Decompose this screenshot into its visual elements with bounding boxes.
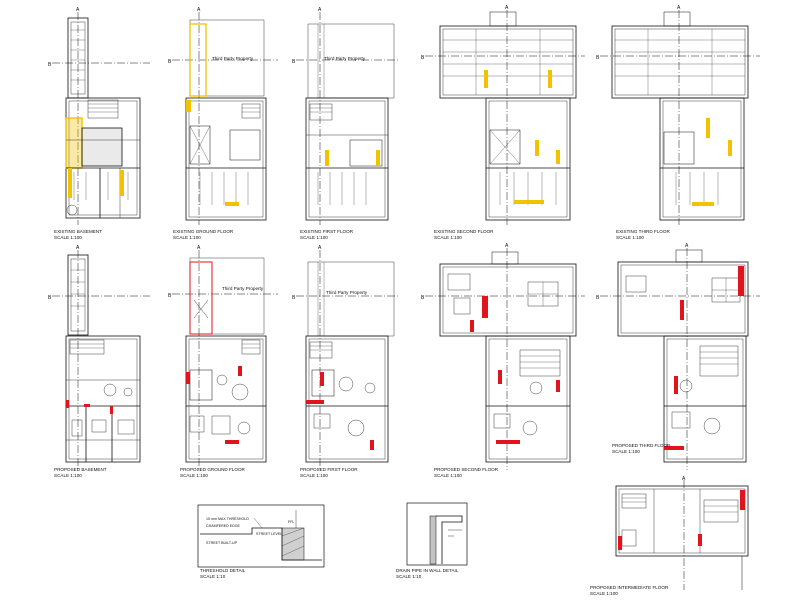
- threshold-label: STREET LEVEL: [256, 532, 283, 536]
- plan-title: PROPOSED SECOND FLOOR: [434, 467, 499, 472]
- plan-scale: SCALE 1:100: [180, 472, 208, 478]
- section-mark: A: [685, 243, 689, 249]
- plan-scale: SCALE 1:100: [434, 472, 462, 478]
- plan-proposed-first: [296, 250, 398, 470]
- plan-caption: PROPOSED INTERMEDIATE FLOOR SCALE 1:100: [590, 585, 668, 596]
- section-mark: B: [292, 59, 296, 65]
- plan-scale: SCALE 1:100: [434, 234, 462, 240]
- plan-title: PROPOSED FIRST FLOOR: [300, 467, 358, 472]
- plan-proposed-second: [425, 248, 585, 470]
- detail-drain-pipe: [406, 502, 468, 566]
- plan-caption: EXISTING FIRST FLOOR SCALE 1:100: [300, 229, 353, 240]
- plan-title: EXISTING FIRST FLOOR: [300, 229, 354, 234]
- plan-caption: EXISTING BASEMENT SCALE 1:100: [54, 229, 102, 240]
- plan-title: PROPOSED THIRD FLOOR: [612, 443, 671, 448]
- plan-title: PROPOSED GROUND FLOOR: [180, 467, 245, 472]
- section-mark: B: [292, 295, 296, 301]
- plan-scale: SCALE 1:100: [300, 234, 328, 240]
- section-mark: A: [76, 7, 80, 13]
- plan-caption: PROPOSED GROUND FLOOR SCALE 1:100: [180, 467, 245, 478]
- plan-existing-ground: [172, 12, 278, 225]
- plan-scale: SCALE 1:100: [300, 472, 328, 478]
- plan-title: PROPOSED BASEMENT: [54, 467, 107, 472]
- section-mark: A: [197, 7, 201, 13]
- plan-existing-third: [600, 10, 760, 225]
- plan-existing-basement: [52, 12, 150, 225]
- section-mark: A: [505, 5, 509, 11]
- plan-caption: PROPOSED BASEMENT SCALE 1:100: [54, 467, 107, 478]
- plan-scale: SCALE 1:100: [590, 590, 618, 596]
- plan-proposed-basement: [52, 250, 150, 470]
- plan-scale: SCALE 1:100: [616, 234, 644, 240]
- plan-proposed-intermediate: [615, 480, 749, 590]
- plan-scale: SCALE 1:100: [54, 472, 82, 478]
- section-mark: B: [48, 295, 52, 301]
- plan-caption: EXISTING THIRD FLOOR SCALE 1:100: [616, 229, 670, 240]
- plan-caption: EXISTING SECOND FLOOR SCALE 1:100: [434, 229, 493, 240]
- plan-existing-first: [296, 12, 398, 225]
- plan-title: EXISTING SECOND FLOOR: [434, 229, 494, 234]
- plan-existing-second: [425, 10, 585, 225]
- section-mark: A: [677, 5, 681, 11]
- plan-caption: PROPOSED FIRST FLOOR SCALE 1:100: [300, 467, 358, 478]
- section-marks: A B A B A B A B A B A B A B A B A B A B …: [48, 5, 689, 482]
- third-party-label: Third Party Property: [326, 290, 368, 295]
- third-party-label: Third Party Property: [222, 286, 264, 291]
- plan-caption: EXISTING GROUND FLOOR SCALE 1:100: [173, 229, 233, 240]
- plan-scale: SCALE 1:100: [173, 234, 201, 240]
- detail-scale: SCALE 1:10: [396, 573, 422, 579]
- plan-scale: SCALE 1:100: [612, 448, 640, 454]
- section-mark: B: [596, 55, 600, 61]
- threshold-label: STREET BUILT-UP: [206, 541, 238, 545]
- third-party-label: Third Party Property: [324, 56, 366, 61]
- section-mark: A: [682, 476, 686, 482]
- plan-title: EXISTING THIRD FLOOR: [616, 229, 670, 234]
- plan-title: EXISTING GROUND FLOOR: [173, 229, 234, 234]
- section-mark: B: [421, 55, 425, 61]
- detail-scale: SCALE 1:10: [200, 573, 226, 579]
- section-mark: A: [505, 243, 509, 249]
- section-mark: B: [596, 295, 600, 301]
- section-mark: B: [48, 62, 52, 68]
- threshold-label: CHAMFERED EDGE: [206, 524, 240, 528]
- threshold-label: FFL: [288, 520, 295, 524]
- plan-caption: PROPOSED SECOND FLOOR SCALE 1:100: [434, 467, 498, 478]
- detail-threshold: [197, 504, 325, 568]
- detail-title: DRAIN PIPE IN WALL DETAIL: [396, 568, 459, 573]
- plan-title: EXISTING BASEMENT: [54, 229, 102, 234]
- threshold-label: 15 mm MAX THRESHOLD: [206, 517, 249, 521]
- section-mark: B: [421, 295, 425, 301]
- section-mark: A: [318, 245, 322, 251]
- plan-title: PROPOSED INTERMEDIATE FLOOR: [590, 585, 669, 590]
- plan-proposed-third: [600, 248, 760, 470]
- third-party-label: Third Party Property: [212, 56, 254, 61]
- section-mark: A: [197, 245, 201, 251]
- plan-scale: SCALE 1:100: [54, 234, 82, 240]
- detail-caption: DRAIN PIPE IN WALL DETAIL SCALE 1:10: [396, 568, 458, 579]
- section-mark: B: [168, 293, 172, 299]
- plan-proposed-ground: [172, 250, 278, 470]
- section-mark: A: [76, 245, 80, 251]
- plan-caption: PROPOSED THIRD FLOOR SCALE 1:100: [612, 443, 670, 454]
- detail-caption: THRESHOLD DETAIL SCALE 1:10: [200, 568, 245, 579]
- section-mark: A: [318, 7, 322, 13]
- section-mark: B: [168, 59, 172, 65]
- detail-title: THRESHOLD DETAIL: [200, 568, 246, 573]
